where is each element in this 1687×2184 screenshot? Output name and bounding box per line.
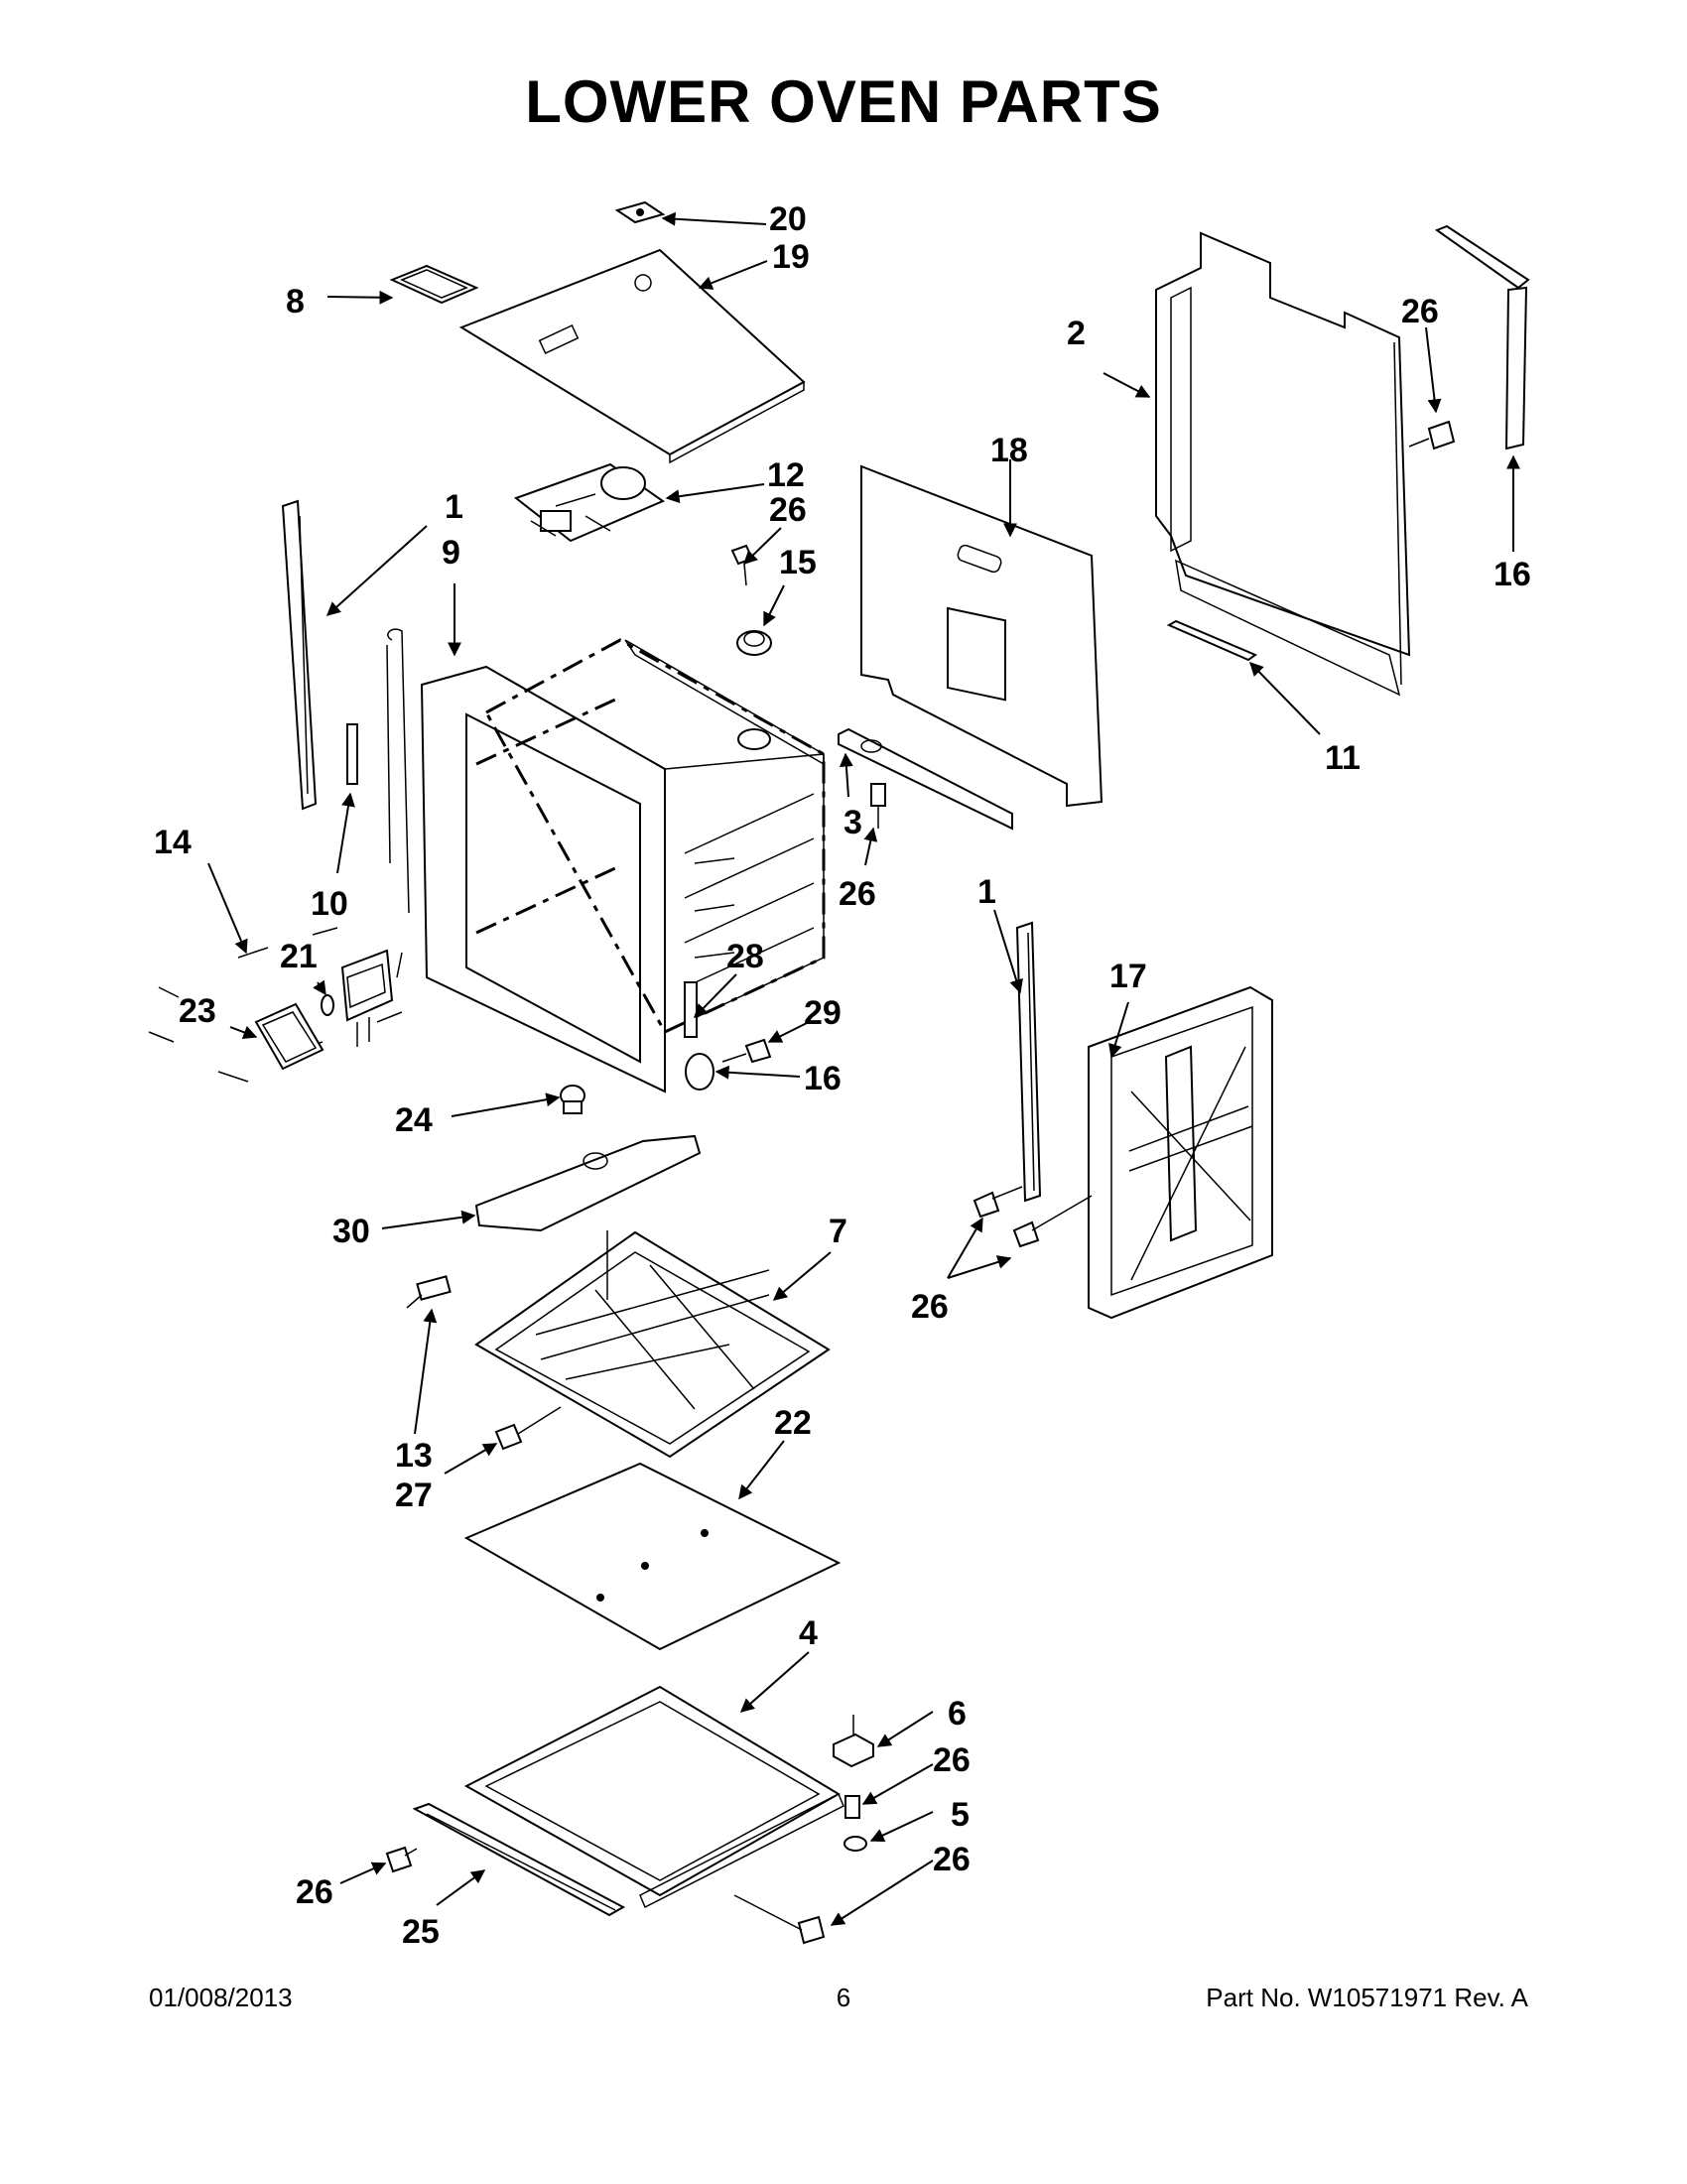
oven-cavity bbox=[420, 638, 826, 1093]
callout-1-left: 1 bbox=[445, 488, 463, 526]
leader-lines bbox=[207, 211, 1520, 1926]
callout-23: 23 bbox=[179, 992, 216, 1030]
part-26-screw-right bbox=[1408, 420, 1456, 450]
callout-8: 8 bbox=[286, 283, 305, 321]
callout-26-strip: 26 bbox=[839, 875, 876, 913]
callout-26-left: 26 bbox=[296, 1873, 333, 1911]
part-5-grommet bbox=[844, 1836, 867, 1852]
callout-3: 3 bbox=[844, 804, 862, 841]
part-24-connector bbox=[560, 1085, 585, 1114]
callout-12: 12 bbox=[767, 456, 805, 494]
part-13-sensor bbox=[406, 1275, 452, 1309]
callout-4: 4 bbox=[799, 1614, 818, 1652]
page-title: LOWER OVEN PARTS bbox=[525, 68, 1162, 135]
part-2-side-panel bbox=[1155, 231, 1411, 697]
part-12-fan-motor bbox=[513, 462, 666, 543]
part-16-trim-upper bbox=[1434, 224, 1530, 450]
callout-26-lower-right: 26 bbox=[933, 1741, 971, 1779]
callout-24: 24 bbox=[395, 1101, 433, 1139]
part-15-light-socket bbox=[736, 630, 772, 656]
callout-5: 5 bbox=[951, 1796, 970, 1834]
callout-25: 25 bbox=[402, 1913, 440, 1951]
part-26-screw-bottom bbox=[733, 1894, 826, 1945]
part-14-bracket-group bbox=[148, 927, 403, 1083]
part-27-screw bbox=[494, 1406, 562, 1451]
part-18-rear-panel bbox=[860, 464, 1103, 808]
part-20-plate bbox=[614, 200, 666, 224]
part-30-shield bbox=[474, 1134, 702, 1232]
footer-page-number: 6 bbox=[836, 1983, 851, 2012]
part-3-strip bbox=[838, 727, 1013, 831]
callout-16-upper: 16 bbox=[1493, 556, 1531, 593]
part-29-screw bbox=[721, 1038, 772, 1064]
callout-26-top-right: 26 bbox=[1401, 293, 1439, 330]
part-17-door-frame bbox=[1088, 985, 1273, 1320]
callout-6: 6 bbox=[948, 1695, 967, 1733]
part-26-screw-strip bbox=[870, 783, 886, 829]
part-1-side-rail-right bbox=[1015, 921, 1042, 1203]
part-26-screw-left bbox=[385, 1846, 418, 1873]
callout-27: 27 bbox=[395, 1477, 433, 1514]
callout-1-right: 1 bbox=[977, 873, 996, 911]
callout-11: 11 bbox=[1325, 739, 1361, 777]
callout-26-bottom: 26 bbox=[933, 1841, 971, 1878]
callout-30: 30 bbox=[332, 1213, 370, 1250]
callout-18: 18 bbox=[990, 432, 1028, 469]
callout-19: 19 bbox=[772, 238, 810, 276]
callout-15: 15 bbox=[779, 544, 817, 581]
part-25-front-trim bbox=[412, 1802, 626, 1917]
callout-14: 14 bbox=[154, 824, 192, 861]
callout-20: 20 bbox=[769, 200, 807, 238]
callout-17: 17 bbox=[1109, 958, 1147, 995]
callout-21: 21 bbox=[280, 938, 318, 975]
part-16-knob bbox=[685, 1053, 714, 1091]
footer-part-number: Part No. W10571971 Rev. A bbox=[1206, 1983, 1528, 2012]
part-10-clip bbox=[346, 723, 358, 785]
part-8-bracket bbox=[389, 264, 479, 305]
callout-26-door: 26 bbox=[911, 1288, 949, 1326]
part-7-bake-tray bbox=[474, 1230, 831, 1459]
part-26-screw-lower-right bbox=[844, 1795, 860, 1819]
callout-22: 22 bbox=[774, 1404, 812, 1442]
part-1-side-rail-left bbox=[281, 499, 318, 811]
callout-13: 13 bbox=[395, 1437, 433, 1475]
callout-9: 9 bbox=[442, 534, 460, 572]
callout-labels: 20 19 8 26 2 18 16 12 26 15 1 9 11 3 26 … bbox=[154, 200, 1531, 1951]
callout-28: 28 bbox=[726, 938, 764, 975]
part-9-gasket bbox=[386, 628, 410, 914]
part-19-top-panel bbox=[458, 248, 806, 464]
part-26-screw-upper bbox=[730, 544, 754, 586]
footer-date: 01/008/2013 bbox=[149, 1983, 293, 2012]
callout-10: 10 bbox=[311, 885, 348, 923]
part-6-bracket bbox=[833, 1715, 874, 1768]
callout-2: 2 bbox=[1067, 315, 1086, 352]
callout-7: 7 bbox=[829, 1213, 847, 1250]
callout-26-upper: 26 bbox=[769, 491, 807, 529]
callout-29: 29 bbox=[804, 994, 842, 1032]
callout-16-lower: 16 bbox=[804, 1060, 842, 1097]
part-4-lower-frame bbox=[463, 1685, 844, 1909]
part-11-strip bbox=[1166, 619, 1258, 662]
part-22-bottom-panel bbox=[463, 1462, 842, 1651]
part-26-screws-door bbox=[973, 1186, 1093, 1248]
